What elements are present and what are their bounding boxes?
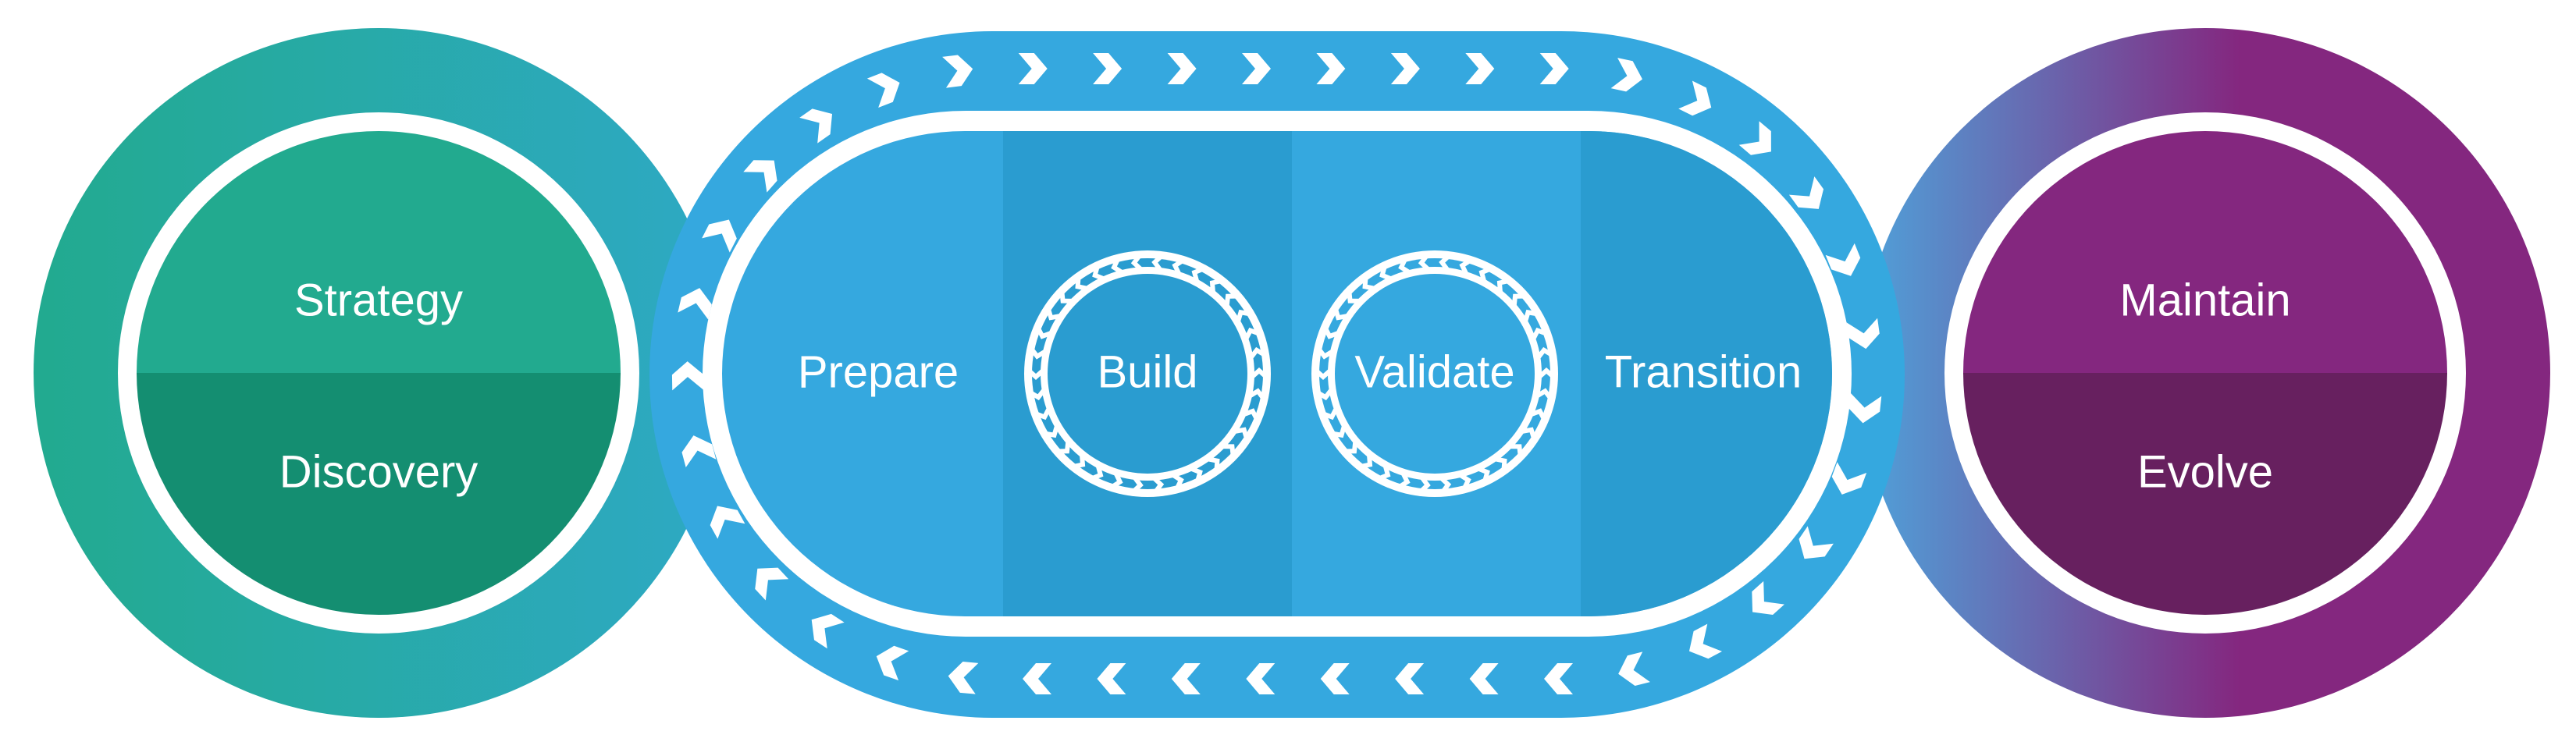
step-build-label: Build: [1098, 347, 1198, 398]
validate-cycle: [1311, 250, 1558, 497]
strategy-label: Strategy: [294, 275, 463, 326]
build-cycle: [1024, 250, 1271, 497]
step-transition-label: Transition: [1605, 347, 1802, 398]
middle-stage: Prepare Build Validate Transition: [649, 31, 1905, 718]
right-stage: Maintain Evolve: [1860, 28, 2550, 718]
evolve-label: Evolve: [2137, 447, 2273, 498]
left-stage: Strategy Discovery: [34, 28, 724, 718]
discovery-label: Discovery: [279, 447, 479, 498]
maintain-label: Maintain: [2119, 275, 2290, 326]
build-cycle-core: [1048, 274, 1247, 474]
step-prepare-label: Prepare: [798, 347, 959, 398]
validate-cycle-core: [1335, 274, 1535, 474]
step-validate-label: Validate: [1354, 347, 1514, 398]
